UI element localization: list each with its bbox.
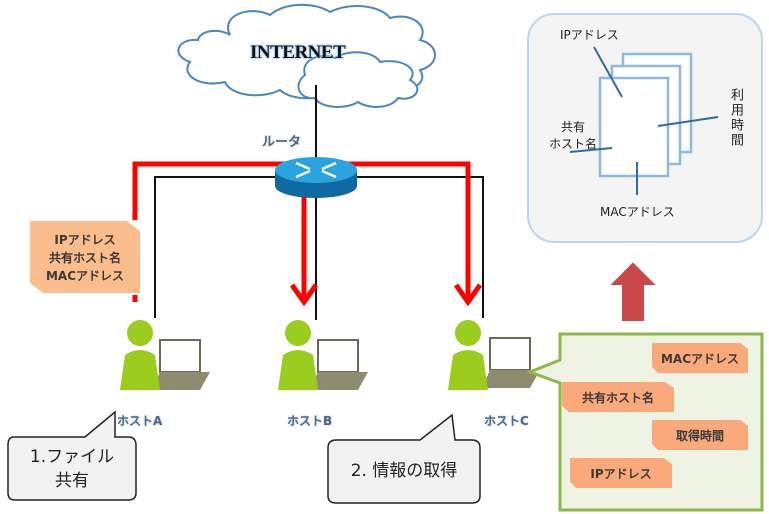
record-host-line2: ホスト名 <box>548 137 597 151</box>
tag-line-host: 共有ホスト名 <box>48 251 121 265</box>
record-stack-icon <box>598 52 693 178</box>
host-a-figure <box>120 320 210 390</box>
record-host-label: 共有 ホスト名 <box>548 118 598 152</box>
chip-mac-address: MACアドレス <box>652 343 748 373</box>
tag-line-mac: MACアドレス <box>45 269 125 283</box>
chip-ip-address: IPアドレス <box>570 458 672 488</box>
up-arrow-icon <box>605 259 661 323</box>
shared-info-tag: IPアドレス 共有ホスト名 MACアドレス <box>30 221 140 293</box>
host-c-figure <box>448 320 540 390</box>
record-leader-lines <box>569 46 719 195</box>
callout-file-sharing-line1: 1.ファイル <box>29 447 115 467</box>
host-c-label: ホストC <box>484 414 529 428</box>
chip-acquisition-time: 取得時間 <box>652 420 748 450</box>
router-icon <box>275 157 357 198</box>
record-host-line1: 共有 <box>560 120 585 134</box>
record-usage-time-label: 利用時間 <box>728 88 743 148</box>
callout-info-bubble <box>327 413 481 504</box>
host-b-label: ホストB <box>287 414 333 428</box>
callout-info-acquisition: 2. 情報の取得 <box>350 461 458 481</box>
host-b-figure <box>278 320 368 390</box>
host-a-label: ホストA <box>117 414 163 428</box>
tag-line-ip: IPアドレス <box>54 233 116 247</box>
internet-label: INTERNET <box>250 42 346 63</box>
callout-file-sharing-bubble <box>7 410 137 501</box>
router-label: ルータ <box>262 135 302 150</box>
record-ip-label: IPアドレス <box>560 28 619 42</box>
callout-file-sharing: 1.ファイル 共有 <box>8 445 136 493</box>
chip-shared-host-name: 共有ホスト名 <box>562 382 674 412</box>
callout-file-sharing-line2: 共有 <box>55 471 89 491</box>
network-wiring <box>154 85 484 320</box>
record-mac-label: MACアドレス <box>600 205 675 219</box>
